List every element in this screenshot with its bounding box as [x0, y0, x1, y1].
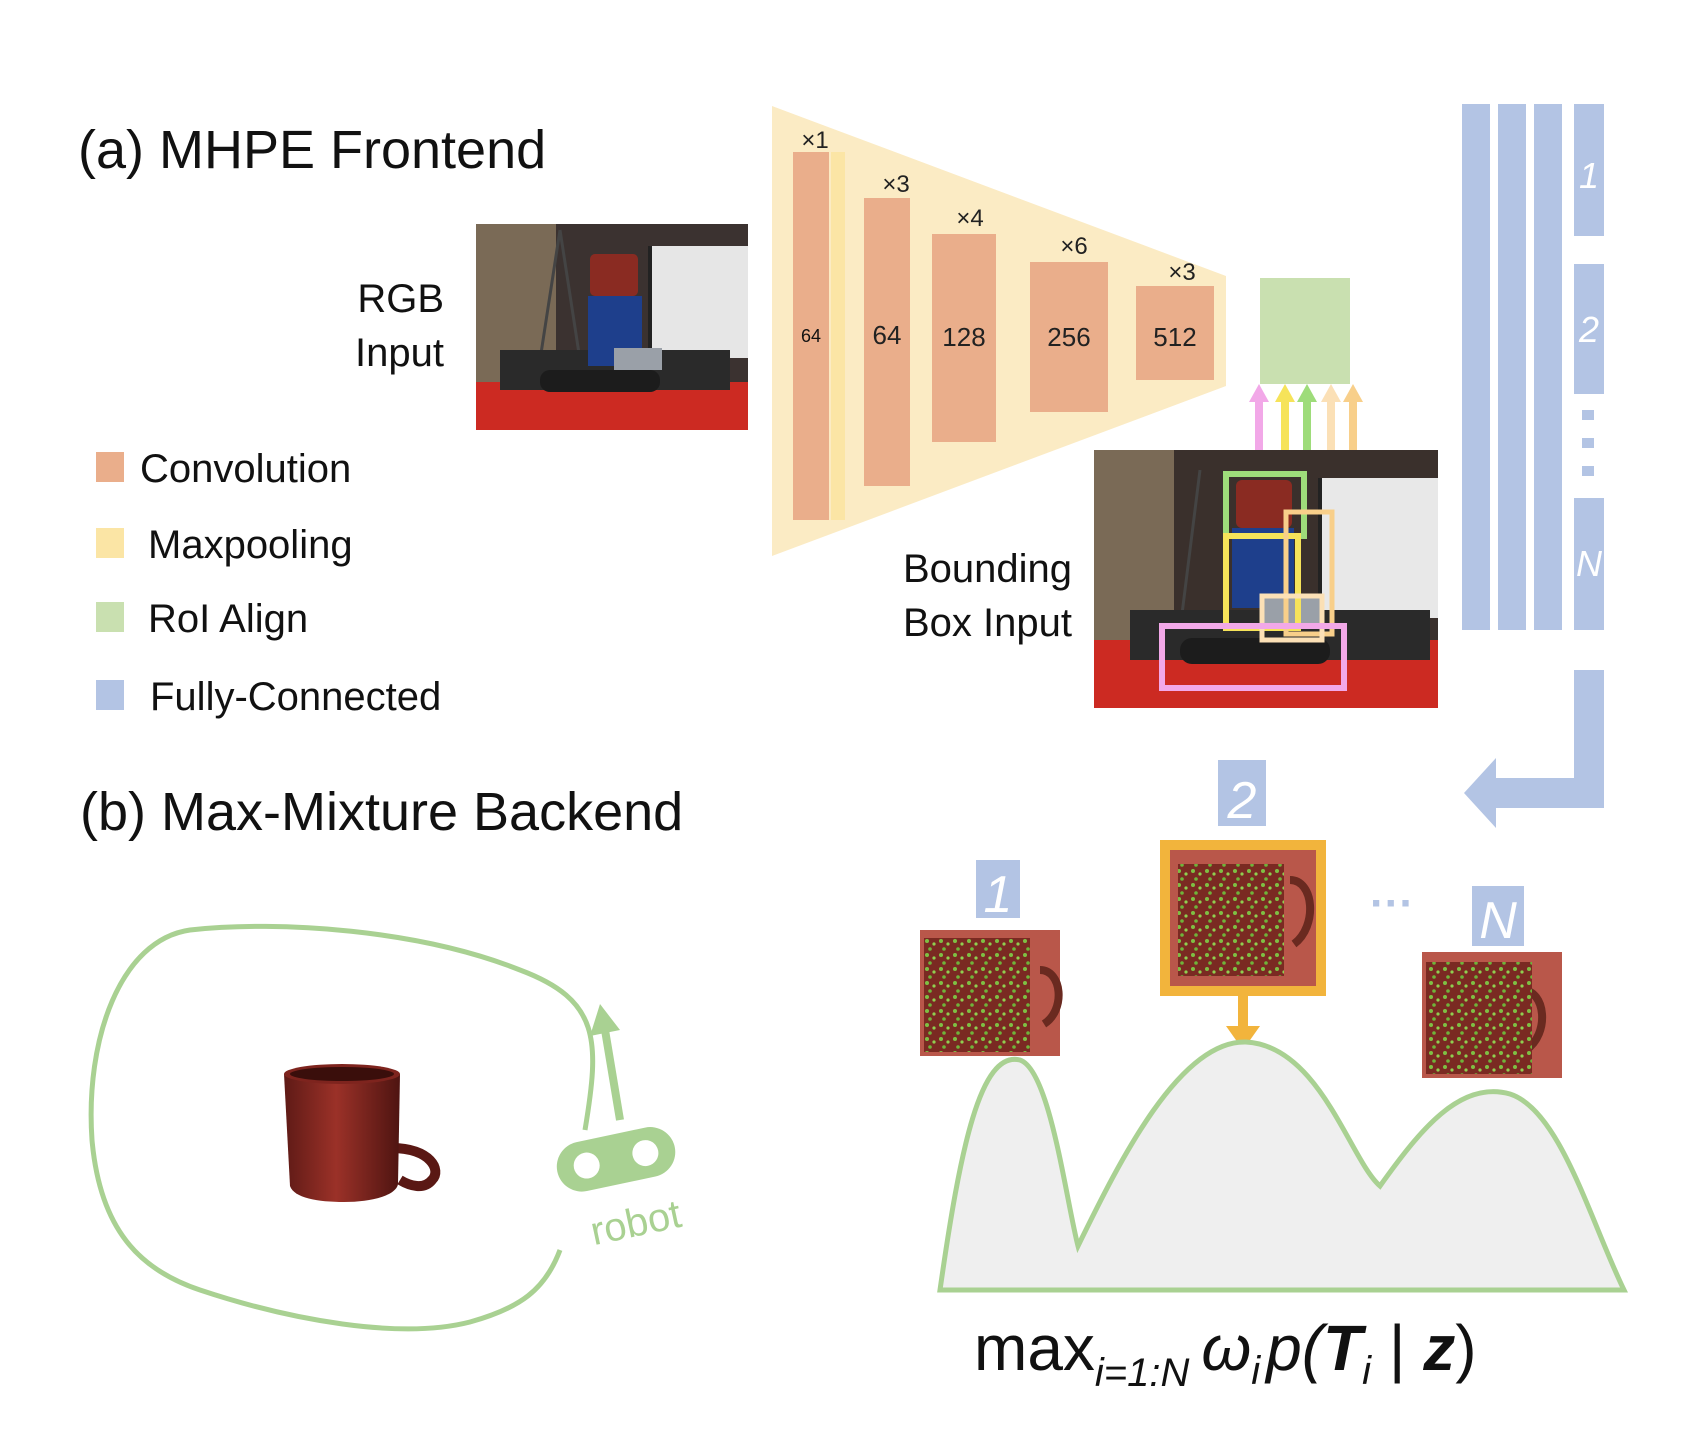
formula-z: z [1422, 1312, 1455, 1384]
conv-block-4-channels: 256 [1047, 322, 1090, 352]
conv-block-5-channels: 512 [1153, 322, 1196, 352]
formula-t: T [1323, 1312, 1367, 1384]
bbox-input-image [1094, 450, 1438, 708]
max-mixture-curve [937, 1039, 1628, 1293]
hypothesis-n-label: N [1479, 892, 1517, 950]
roi-align-block [1260, 278, 1350, 384]
arrow-up-green [1297, 384, 1317, 450]
rgb-input-label-line1: RGB [357, 277, 444, 321]
legend-swatch-maxpooling [96, 528, 124, 558]
legend-label-maxpooling: Maxpooling [148, 523, 353, 567]
conv-block-1-channels: 64 [801, 326, 821, 346]
conv-block-2-channels: 64 [873, 320, 902, 350]
bbox-pink [1159, 623, 1347, 691]
formula-p: p( [1264, 1312, 1329, 1384]
arrow-up-orange [1343, 384, 1363, 450]
hypotheses-ellipsis: ··· [1370, 879, 1414, 928]
conv-block-1: ×1 64 [793, 127, 829, 520]
hypothesis-2-label: 2 [1227, 772, 1257, 830]
formula-t-sub: i [1362, 1349, 1372, 1393]
conv-block-1-multiplier: ×1 [801, 127, 828, 154]
hypothesis-n: N [1422, 886, 1562, 1078]
bbox-beige [1259, 593, 1325, 643]
arrow-up-pink [1249, 384, 1269, 450]
robot-icon: robot [556, 1004, 685, 1254]
hypothesis-1-label: 1 [984, 866, 1013, 924]
fc-output-1-label: 1 [1579, 155, 1599, 196]
bbox-input-label-line1: Bounding [903, 547, 1072, 591]
arrow-up-yellow [1275, 384, 1295, 450]
robot-heading-arrow [590, 1004, 620, 1036]
conv-block-5-multiplier: ×3 [1168, 259, 1195, 286]
hypothesis-1: 1 [920, 860, 1063, 1056]
robot-path-loop [88, 923, 596, 1332]
selected-arrow [1238, 996, 1248, 1030]
conv-block-4: ×6 256 [1030, 233, 1108, 412]
legend-label-convolution: Convolution [140, 447, 351, 491]
fc-layers: 1 2 N [1462, 104, 1604, 630]
formula-max: max [974, 1312, 1095, 1384]
legend: Convolution Maxpooling RoI Align Fully-C… [96, 447, 441, 719]
fc-layer-3 [1534, 104, 1562, 630]
fc-to-hypotheses-arrow [1464, 670, 1604, 828]
robot-label: robot [587, 1192, 685, 1254]
rgb-input-label-line2: Input [355, 331, 444, 375]
fc-output-1 [1574, 104, 1604, 236]
conv-block-5: ×3 512 [1136, 259, 1214, 380]
selected-arrow-head [1226, 1026, 1260, 1050]
legend-label-fully-connected: Fully-Connected [150, 675, 441, 719]
fc-ellipsis-dot [1582, 410, 1594, 420]
fc-ellipsis-dot [1582, 438, 1594, 448]
mug-object [284, 1064, 441, 1202]
legend-label-roi-align: RoI Align [148, 597, 308, 641]
conv-block-3-channels: 128 [942, 322, 985, 352]
formula-sub-index: i=1:N [1095, 1351, 1190, 1395]
hypothesis-2-selected: 2 [1160, 760, 1326, 1050]
backend-title: (b) Max-Mixture Backend [80, 782, 683, 842]
hypothesis-1-pointcloud [924, 938, 1030, 1052]
conv-block-4-multiplier: ×6 [1060, 233, 1087, 260]
roi-arrows [1249, 384, 1363, 450]
formula-bar: | [1371, 1312, 1423, 1384]
hypothesis-2-pointcloud [1178, 864, 1284, 976]
legend-swatch-roi-align [96, 602, 124, 632]
fc-layer-2 [1498, 104, 1526, 630]
formula-omega-sub: i [1251, 1349, 1261, 1393]
frontend-title: (a) MHPE Frontend [78, 120, 546, 180]
conv-block-3: ×4 128 [932, 205, 996, 442]
rgb-input-image [476, 224, 748, 430]
fc-output-n [1574, 498, 1604, 630]
fc-output-2-label: 2 [1578, 309, 1599, 350]
legend-swatch-convolution [96, 452, 124, 482]
fc-layer-1 [1462, 104, 1490, 630]
conv-block-2: ×3 64 [864, 171, 910, 486]
bbox-input-label-line2: Box Input [903, 601, 1072, 645]
formula-close: ) [1455, 1312, 1476, 1384]
conv-block-2-multiplier: ×3 [882, 171, 909, 198]
formula-omega: ω [1201, 1312, 1251, 1384]
fc-output-2 [1574, 264, 1604, 394]
maxpool-layer [831, 152, 845, 520]
arrow-up-beige [1321, 384, 1341, 450]
hypothesis-n-pointcloud [1426, 962, 1532, 1074]
legend-swatch-fully-connected [96, 680, 124, 710]
fc-output-n-label: N [1576, 543, 1603, 584]
bbox-orange [1283, 509, 1335, 637]
conv-block-3-multiplier: ×4 [956, 205, 983, 232]
fc-ellipsis-dot [1582, 466, 1594, 476]
